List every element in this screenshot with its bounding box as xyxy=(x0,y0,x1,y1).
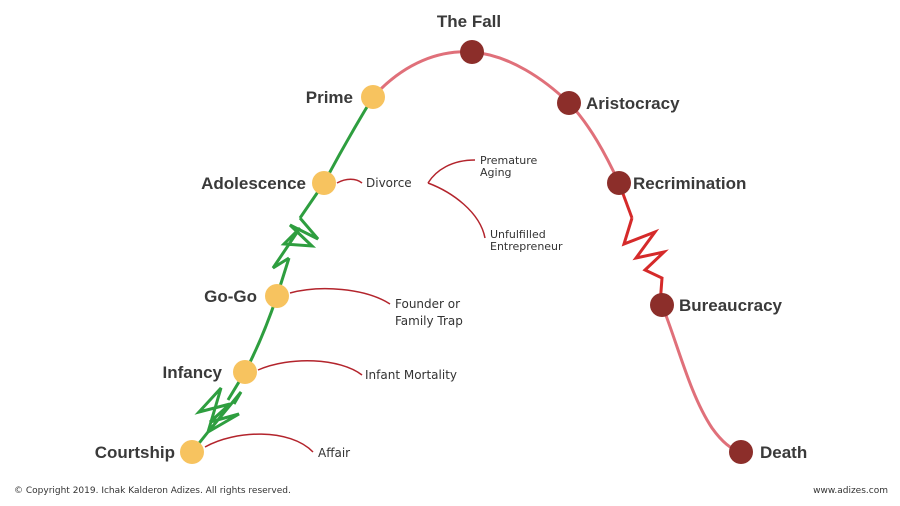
label-bureaucracy: Bureaucracy xyxy=(679,296,783,315)
dot-prime xyxy=(361,85,385,109)
label-infancy: Infancy xyxy=(162,363,222,382)
label-adolescence: Adolescence xyxy=(201,174,306,193)
growth-zigzag-upper xyxy=(271,217,320,270)
dot-recrimination xyxy=(607,171,631,195)
decline-curve-top xyxy=(371,50,621,184)
trap-line-unfulfilled xyxy=(427,182,486,239)
trap-line-founder xyxy=(289,287,391,305)
decline-curve-bottom xyxy=(660,304,742,454)
dot-bureaucracy xyxy=(650,293,674,317)
dot-death xyxy=(729,440,753,464)
website-link[interactable]: www.adizes.com xyxy=(813,486,888,496)
trap-affair: Affair xyxy=(318,446,350,460)
trap-unfulfilled-line1: Unfulfilled xyxy=(490,228,546,241)
dot-fall xyxy=(460,40,484,64)
label-recrimination: Recrimination xyxy=(633,174,746,193)
dot-infancy xyxy=(233,360,257,384)
label-death: Death xyxy=(760,443,807,462)
trap-premature-line2: Aging xyxy=(480,166,512,179)
trap-founder-line2: Family Trap xyxy=(395,314,463,328)
trap-line-premature-aging xyxy=(427,159,476,184)
label-fall: The Fall xyxy=(437,12,501,31)
growth-zigzag-lower xyxy=(194,386,243,434)
growth-curve-upper xyxy=(298,96,375,219)
trap-unfulfilled-line2: Entrepreneur xyxy=(490,240,563,253)
label-aristocracy: Aristocracy xyxy=(586,94,680,113)
trap-line-affair xyxy=(204,433,314,453)
trap-infant-mortality: Infant Mortality xyxy=(365,368,457,382)
dot-gogo xyxy=(265,284,289,308)
dot-aristocracy xyxy=(557,91,581,115)
trap-line-infant-mortality xyxy=(257,359,363,376)
dot-courtship xyxy=(180,440,204,464)
label-courtship: Courtship xyxy=(95,443,175,462)
decline-zigzag xyxy=(621,217,669,306)
trap-divorce: Divorce xyxy=(366,176,412,190)
trap-founder-line1: Founder or xyxy=(395,297,460,311)
copyright-notice: © Copyright 2019. Ichak Kalderon Adizes.… xyxy=(14,486,291,496)
trap-line-divorce xyxy=(336,178,363,184)
dot-adolescence xyxy=(312,171,336,195)
label-gogo: Go-Go xyxy=(204,287,257,306)
trap-premature-line1: Premature xyxy=(480,154,538,167)
label-prime: Prime xyxy=(306,88,353,107)
